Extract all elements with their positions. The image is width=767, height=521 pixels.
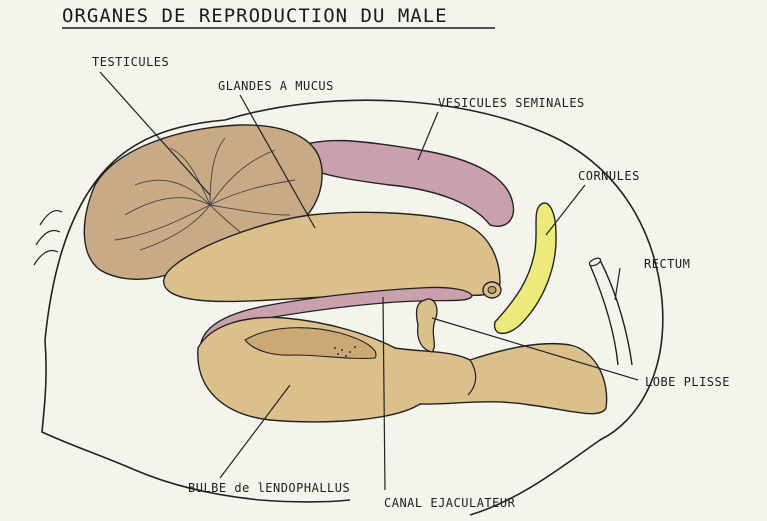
label-lobe-plisse: LOBE PLISSE [645, 375, 730, 389]
label-testicules: TESTICULES [92, 55, 169, 69]
label-rectum: RECTUM [644, 257, 690, 271]
label-canal-ejaculateur: CANAL EJACULATEUR [384, 496, 516, 510]
leader-rectum [615, 268, 620, 300]
lobe-plisse-shape [416, 299, 436, 352]
label-bulbe-endophallus: BULBE de lENDOPHALLUS [188, 481, 350, 495]
hair-strokes [34, 211, 62, 265]
title: ORGANES DE REPRODUCTION DU MALE [62, 5, 448, 27]
label-glandes-mucus: GLANDES A MUCUS [218, 79, 334, 93]
label-cornules: CORNULES [578, 169, 640, 183]
label-vesicules-seminales: VESICULES SEMINALES [438, 96, 585, 110]
rectum-shape [590, 260, 632, 365]
